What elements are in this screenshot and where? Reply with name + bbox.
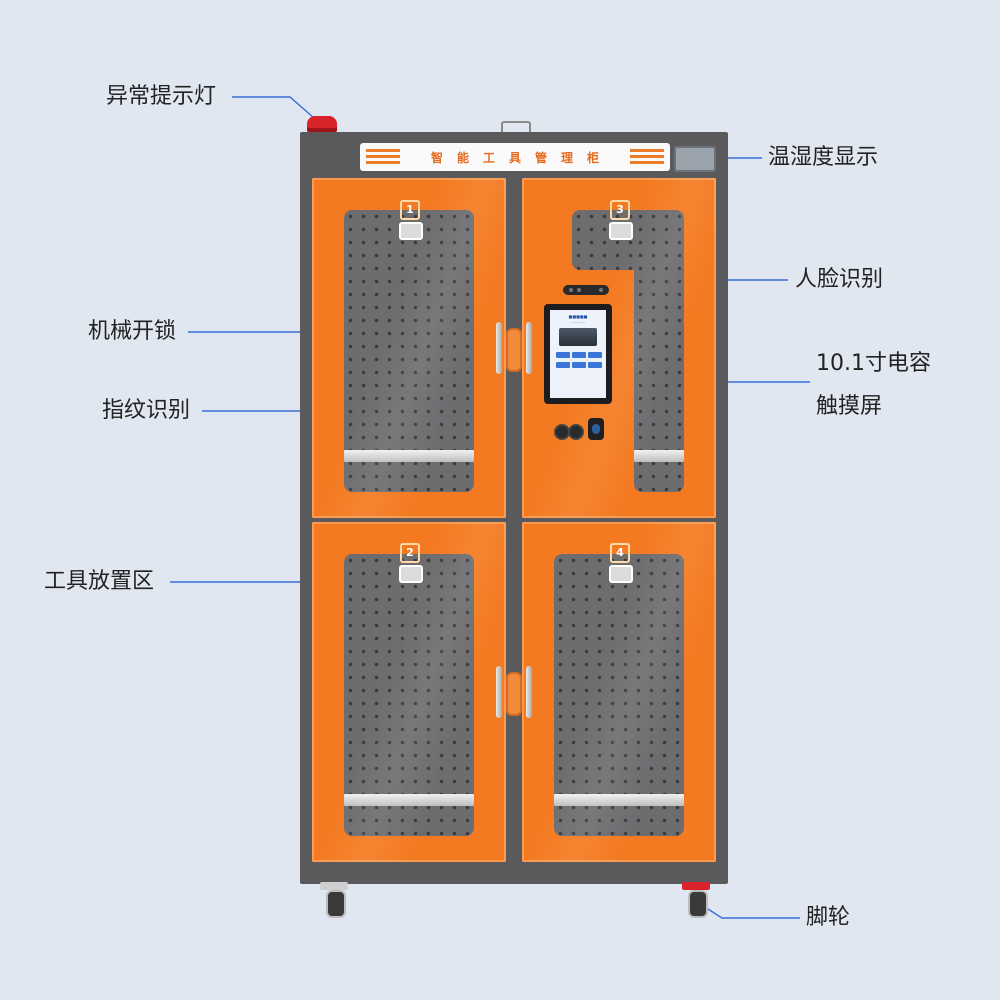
fingerprint-icon [592, 424, 600, 434]
caster-left [320, 882, 348, 918]
screen-button[interactable] [572, 362, 586, 368]
touchscreen-display[interactable]: ■■■■■ ————— [550, 310, 606, 398]
door-label-slot [399, 565, 423, 583]
mechanical-lock[interactable] [506, 328, 522, 372]
shelf [634, 450, 684, 462]
door-handle[interactable] [526, 666, 532, 718]
pegboard [344, 210, 474, 492]
callout-alarm-light: 异常提示灯 [106, 84, 217, 109]
screen-button[interactable] [556, 352, 570, 358]
caster-right [682, 882, 710, 918]
callout-fingerprint: 指纹识别 [102, 398, 191, 423]
screen-button[interactable] [588, 352, 602, 358]
screen-image [559, 328, 597, 346]
alarm-light [307, 116, 337, 132]
pegboard [344, 554, 474, 836]
temp-humidity-display [674, 146, 716, 172]
screen-button[interactable] [572, 352, 586, 358]
door-number-4: 4 [610, 543, 630, 563]
pegboard-right [634, 210, 684, 492]
camera-lens-icon [599, 288, 603, 292]
door-label-slot [609, 565, 633, 583]
door-1[interactable] [312, 178, 506, 518]
door-label-slot [399, 222, 423, 240]
shelf [344, 450, 474, 462]
screen-title: ■■■■■ [568, 314, 588, 319]
header-stripes-right [630, 149, 664, 165]
door-number-3: 3 [610, 200, 630, 220]
shelf [344, 794, 474, 806]
screen-button[interactable] [556, 362, 570, 368]
cabinet-title: 智能工具管理柜 [430, 150, 613, 165]
shelf [554, 794, 684, 806]
keyhole-icon[interactable] [568, 424, 584, 440]
door-number-1: 1 [400, 200, 420, 220]
camera-lens-icon [569, 288, 573, 292]
pegboard [554, 554, 684, 836]
callout-touchscreen-line1: 10.1寸电容 [816, 351, 931, 376]
door-handle[interactable] [526, 322, 532, 374]
cabinet-header-band: 智能工具管理柜 [360, 143, 670, 171]
callout-temp-humidity: 温湿度显示 [768, 145, 879, 170]
callout-touchscreen-line2: 触摸屏 [816, 394, 883, 419]
door-handle[interactable] [496, 322, 502, 374]
mechanical-lock[interactable] [506, 672, 522, 716]
door-number-2: 2 [400, 543, 420, 563]
top-carry-handle [501, 121, 531, 135]
callout-face-recognition: 人脸识别 [795, 267, 884, 292]
camera-lens-icon [577, 288, 581, 292]
screen-subtitle: ————— [570, 320, 586, 324]
callout-mechanical-lock: 机械开锁 [88, 319, 177, 344]
door-handle[interactable] [496, 666, 502, 718]
screen-button[interactable] [588, 362, 602, 368]
header-stripes-left [366, 149, 400, 165]
callout-casters: 脚轮 [806, 905, 851, 930]
callout-tool-area: 工具放置区 [44, 569, 155, 594]
fingerprint-reader[interactable] [588, 418, 604, 440]
door-label-slot [609, 222, 633, 240]
face-recognition-camera [563, 285, 609, 295]
